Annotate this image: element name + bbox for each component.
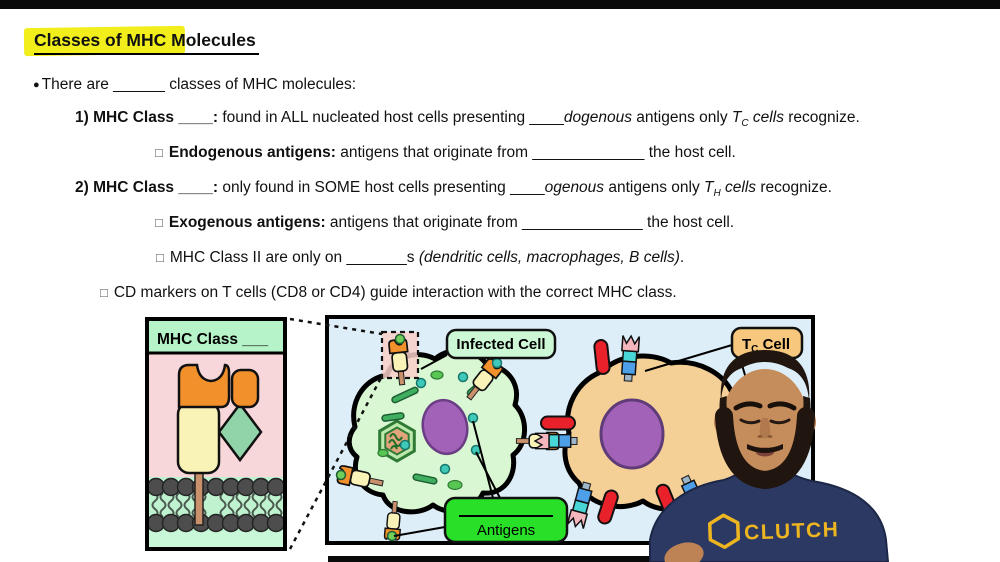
page-title: Classes of MHC Molecules xyxy=(34,30,259,55)
antigen-dots xyxy=(399,371,482,475)
infected-cell-nucleus xyxy=(421,398,469,456)
eye-closed xyxy=(769,418,791,425)
cd-note-line: □CD markers on T cells (CD8 or CD4) guid… xyxy=(100,284,677,301)
eye-closed xyxy=(739,418,761,425)
checkbox-icon: □ xyxy=(155,215,163,230)
beard xyxy=(715,407,815,490)
checkbox-icon: □ xyxy=(100,285,108,300)
eyebrow xyxy=(767,401,797,411)
presenter-hand xyxy=(664,542,704,562)
tc-cell-nucleus xyxy=(599,398,665,470)
membrane-graphic xyxy=(146,477,286,549)
nose xyxy=(759,418,771,439)
mhc-diagram: Infected Cell TC Cell Antigens xyxy=(325,315,815,545)
antigens-label: Antigens xyxy=(443,496,569,544)
exogenous-line: □Exogenous antigens: antigens that origi… xyxy=(155,214,735,231)
svg-text:Antigens: Antigens xyxy=(477,522,535,539)
virus-icon xyxy=(378,419,416,463)
presenter-head xyxy=(714,350,816,490)
bottom-divider-bar xyxy=(328,556,815,562)
endogenous-line: □Endogenous antigens: antigens that orig… xyxy=(155,144,736,161)
checkbox-icon: □ xyxy=(155,145,163,160)
checkbox-icon: □ xyxy=(156,250,164,265)
mustache xyxy=(747,444,783,453)
bullet-icon: ● xyxy=(33,79,40,91)
intro-line: ●There are ______ classes of MHC molecul… xyxy=(33,76,357,93)
mhc-molecule-graphic xyxy=(176,363,263,526)
top-divider-bar xyxy=(0,0,1000,9)
infected-cell-label: Infected Cell xyxy=(445,328,557,360)
svg-text:Infected Cell: Infected Cell xyxy=(456,336,545,353)
mhc-class-callout-box: MHC Class ___ xyxy=(145,317,287,551)
svg-text:TC Cell: TC Cell xyxy=(742,336,790,355)
hexagon-logo-icon xyxy=(708,513,741,549)
eyebrow xyxy=(733,401,763,411)
point-mhc-class-1: 1) MHC Class ____: found in ALL nucleate… xyxy=(75,109,860,130)
hair xyxy=(720,350,810,402)
clutch-logo: CLUTCH xyxy=(708,513,840,549)
mhc-box-title: MHC Class ___ xyxy=(157,331,269,348)
presenter: CLUTCH xyxy=(649,350,890,562)
class2-note-line: □MHC Class II are only on _______s (dend… xyxy=(156,249,685,266)
shirt-text: CLUTCH xyxy=(744,518,840,544)
tcr-complexes xyxy=(534,334,783,543)
point-mhc-class-2: 2) MHC Class ____: only found in SOME ho… xyxy=(75,179,832,200)
